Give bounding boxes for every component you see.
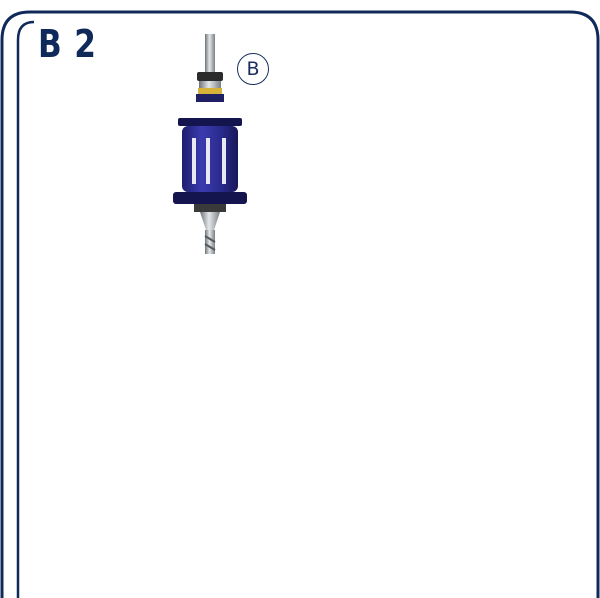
drill-bit-callout-label: B — [237, 53, 269, 85]
panel-frame-left-edge — [16, 20, 35, 598]
countersink-drill-bit-icon — [173, 34, 247, 254]
panel-frame — [0, 10, 600, 598]
step-title: B 2 — [38, 22, 97, 66]
